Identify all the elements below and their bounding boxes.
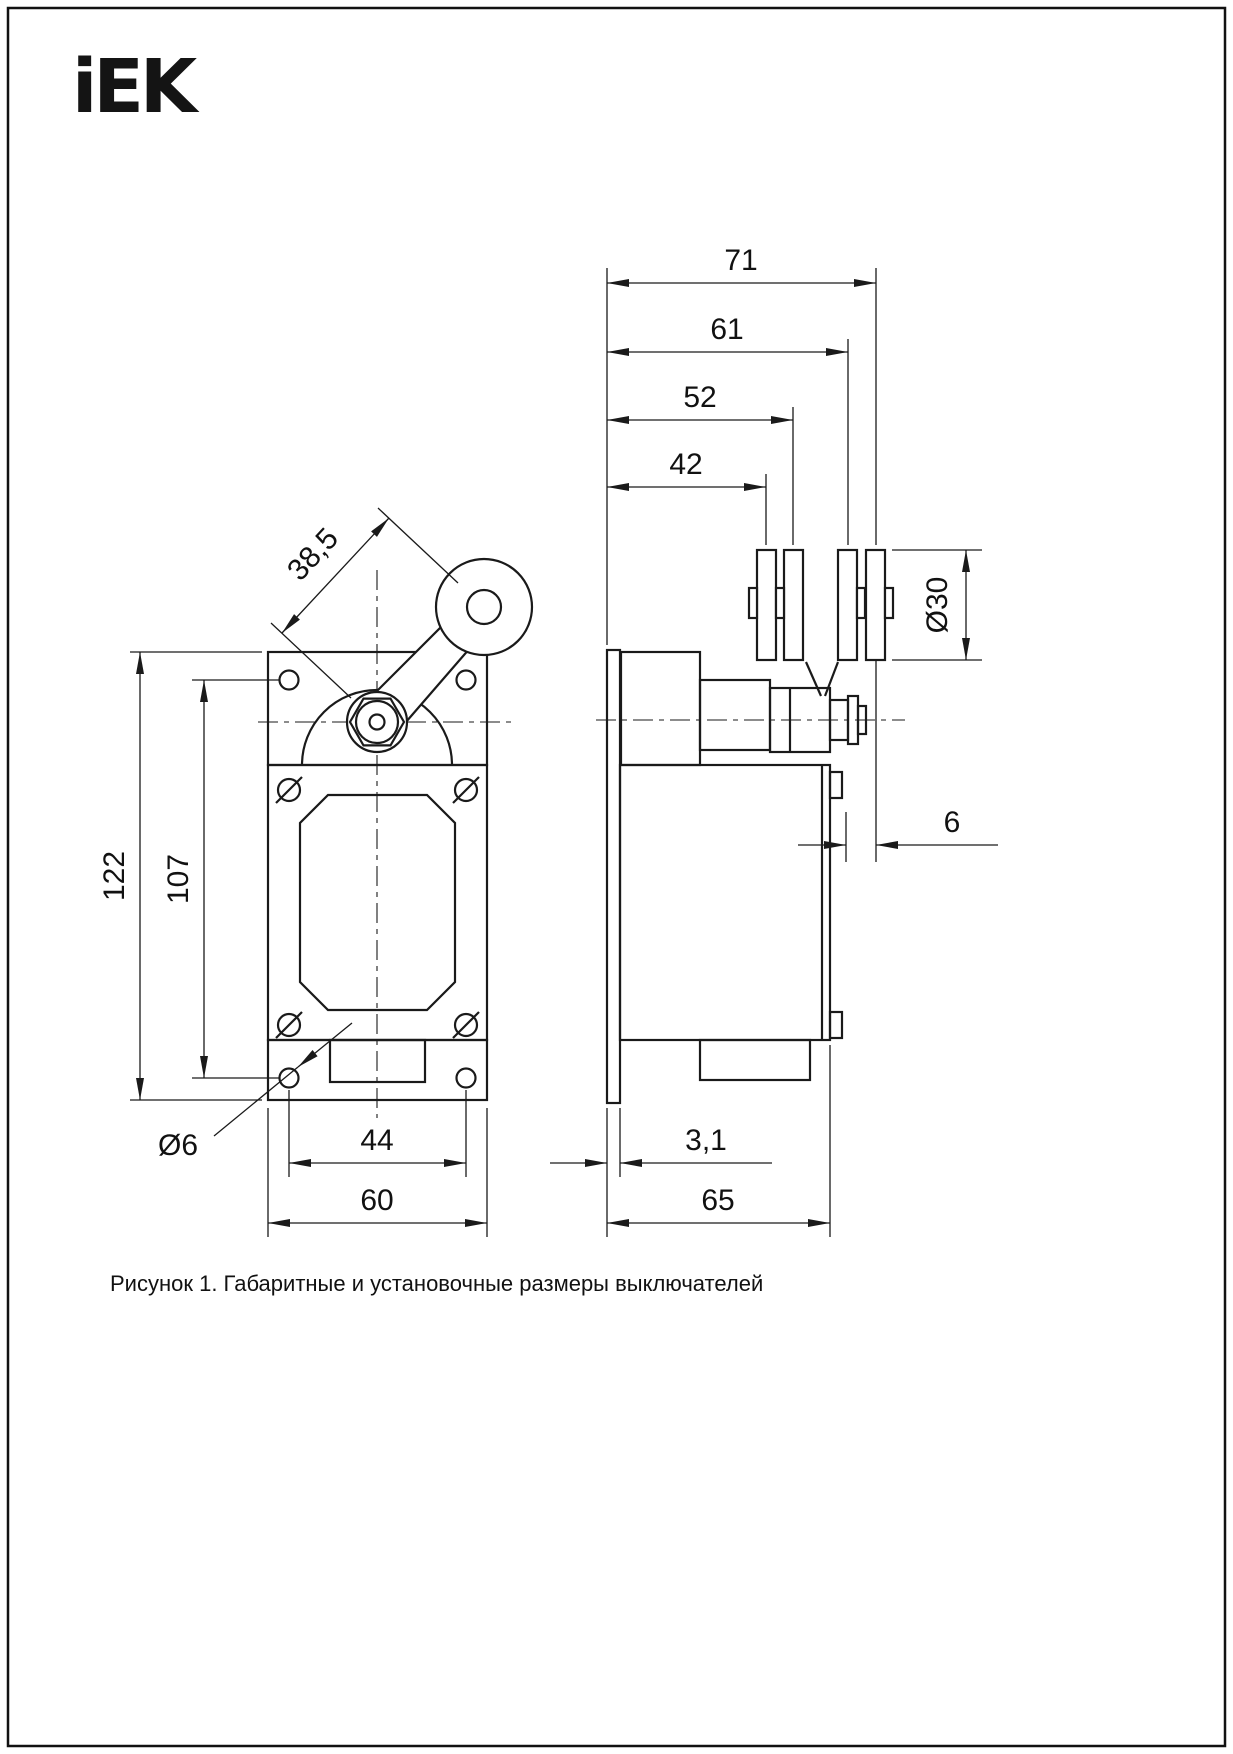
cover-screws [275, 776, 480, 1039]
iek-logo: iEK [72, 44, 200, 130]
dim-roller-offset-61: 61 [710, 313, 743, 346]
mounting-plate [605, 648, 622, 1105]
roller-positions [747, 548, 895, 662]
front-view [266, 557, 534, 1102]
dimensions-front: 122 107 38,5 44 60 Ø6 [98, 507, 488, 1237]
side-view [605, 548, 895, 1105]
dim-lever-length: 38,5 [281, 522, 345, 587]
dim-overall-width: 60 [360, 1184, 393, 1217]
dim-roller-offset-52: 52 [683, 381, 716, 414]
dim-hole-spacing-vertical: 107 [162, 854, 195, 904]
hex-nut [348, 697, 406, 747]
mount-hole [455, 669, 477, 691]
lever-fork [804, 661, 823, 697]
page-border [6, 6, 1227, 1748]
figure-caption: Рисунок 1. Габаритные и установочные раз… [110, 1271, 763, 1296]
mount-hole [278, 669, 300, 691]
dim-roller-diameter: Ø30 [921, 577, 954, 634]
dim-gap-6: 6 [944, 806, 961, 839]
mount-hole [278, 1067, 300, 1089]
roller [434, 557, 534, 657]
dim-hole-diameter: Ø6 [158, 1129, 198, 1162]
dim-overall-height: 122 [98, 851, 131, 901]
dim-roller-offset-71: 71 [724, 244, 757, 277]
dim-roller-offset-42: 42 [669, 448, 702, 481]
dimensions-side: 71 61 52 42 Ø30 6 3,1 65 [550, 244, 998, 1237]
mount-hole [455, 1067, 477, 1089]
dim-hole-spacing-horizontal: 44 [360, 1124, 393, 1157]
dim-plate-thickness: 3,1 [685, 1124, 727, 1157]
dim-overall-depth: 65 [701, 1184, 734, 1217]
